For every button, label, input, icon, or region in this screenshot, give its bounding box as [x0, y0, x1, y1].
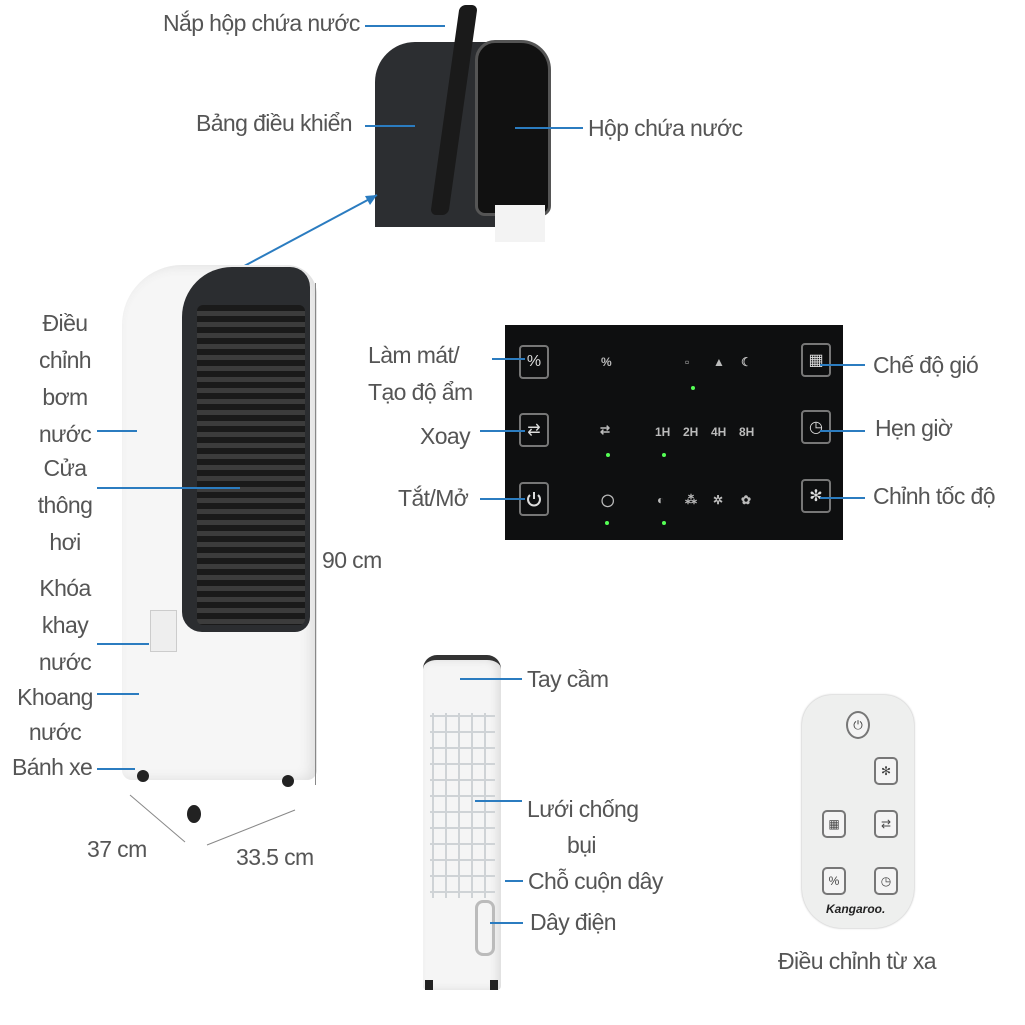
label-line: Khoang — [17, 684, 93, 710]
label-cool-humidify: Làm mát/Tạo độ ẩm — [368, 337, 473, 411]
top-unit-image — [375, 5, 555, 242]
label-wind-mode: Chế độ gió — [873, 352, 979, 378]
label-line: Lưới chống — [527, 796, 639, 822]
main-cooler-image — [122, 265, 322, 823]
label-power: Tắt/Mở — [398, 485, 469, 511]
label-control-panel: Bảng điều khiển — [196, 110, 353, 136]
label-tray-lock: Khóa khay nước — [30, 570, 100, 681]
back-view-image — [420, 655, 505, 995]
label-depth: 37 cm — [87, 836, 147, 862]
timer-1h: 1H — [655, 425, 671, 439]
timer-8h: 8H — [739, 425, 755, 439]
label-power-cord: Dây điện — [530, 909, 617, 935]
remote-brand-logo: Kangaroo. — [826, 902, 886, 916]
label-width: 33.5 cm — [236, 844, 314, 870]
label-swing: Xoay — [420, 423, 471, 449]
label-lid: Nắp hộp chứa nước — [163, 10, 360, 36]
label-speed: Chỉnh tốc độ — [873, 483, 996, 509]
label-line: chỉnh — [39, 347, 92, 373]
label-remote: Điều chỉnh từ xa — [778, 948, 937, 974]
label-water-compartment: Khoang nước — [10, 680, 100, 750]
wind-mode-button: ▦ — [801, 343, 831, 377]
label-line: nước — [38, 649, 92, 675]
label-line: hơi — [49, 529, 81, 555]
label-line: Tạo độ ẩm — [368, 379, 473, 405]
cool-button: % — [519, 345, 549, 379]
label-line: thông — [37, 492, 93, 518]
speed-button: ✻ — [801, 479, 831, 513]
label-vent: Cửa thông hơi — [30, 450, 100, 561]
label-wheels: Bánh xe — [12, 754, 93, 780]
dimension-lines — [129, 794, 296, 846]
label-line: bơm — [42, 384, 88, 410]
label-cord-wrap: Chỗ cuộn dây — [528, 868, 663, 894]
label-height: 90 cm — [322, 547, 382, 573]
timer-4h: 4H — [711, 425, 727, 439]
label-pump-adjust: Điều chỉnh bơm nước — [30, 305, 100, 453]
timer-button: ◷ — [801, 410, 831, 444]
remote-image: ⏻ ✻ ▦ ⇄ % ◷ Kangaroo. — [802, 695, 914, 928]
label-timer: Hẹn giờ — [875, 415, 953, 441]
control-panel-image: % ⇄ ▦ ◷ ✻ % ▫▲☾ ⇄ 1H 2H 4H 8H ◯ ◐⁂✲✿ — [505, 325, 843, 540]
label-line: Cửa — [43, 455, 88, 481]
label-dust-filter: Lưới chống bụi — [527, 791, 639, 863]
label-line: Khóa — [39, 575, 91, 601]
label-line: Điều — [42, 310, 89, 336]
label-line: nước — [28, 719, 82, 745]
label-line: bụi — [567, 832, 597, 858]
label-line: khay — [41, 612, 89, 638]
label-handle: Tay cầm — [527, 666, 609, 692]
label-line: Làm mát/ — [368, 342, 460, 368]
label-line: nước — [38, 421, 92, 447]
timer-2h: 2H — [683, 425, 699, 439]
power-icon — [527, 492, 541, 507]
label-water-tank: Hộp chứa nước — [588, 115, 743, 141]
arrow-icon — [232, 194, 378, 273]
